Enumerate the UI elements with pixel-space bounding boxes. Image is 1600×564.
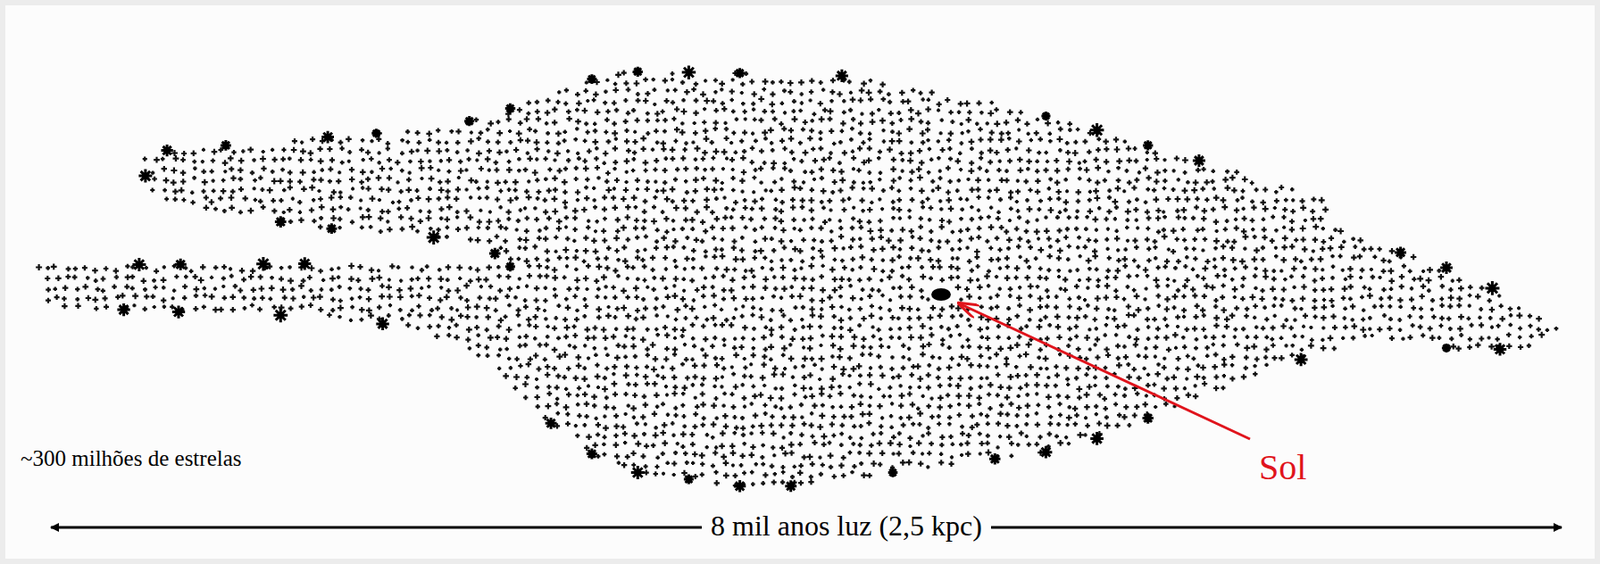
sun-dot — [931, 288, 951, 301]
star-marks — [35, 70, 1559, 489]
dimension-label: 8 mil anos luz (2,5 kpc) — [701, 510, 992, 542]
sun-label: Sol — [1258, 448, 1307, 488]
leader-arrow — [958, 303, 1250, 440]
note-label: ~300 milhões de estrelas — [20, 446, 242, 472]
star-field — [35, 65, 1559, 492]
rim-star-marks — [116, 65, 1507, 492]
